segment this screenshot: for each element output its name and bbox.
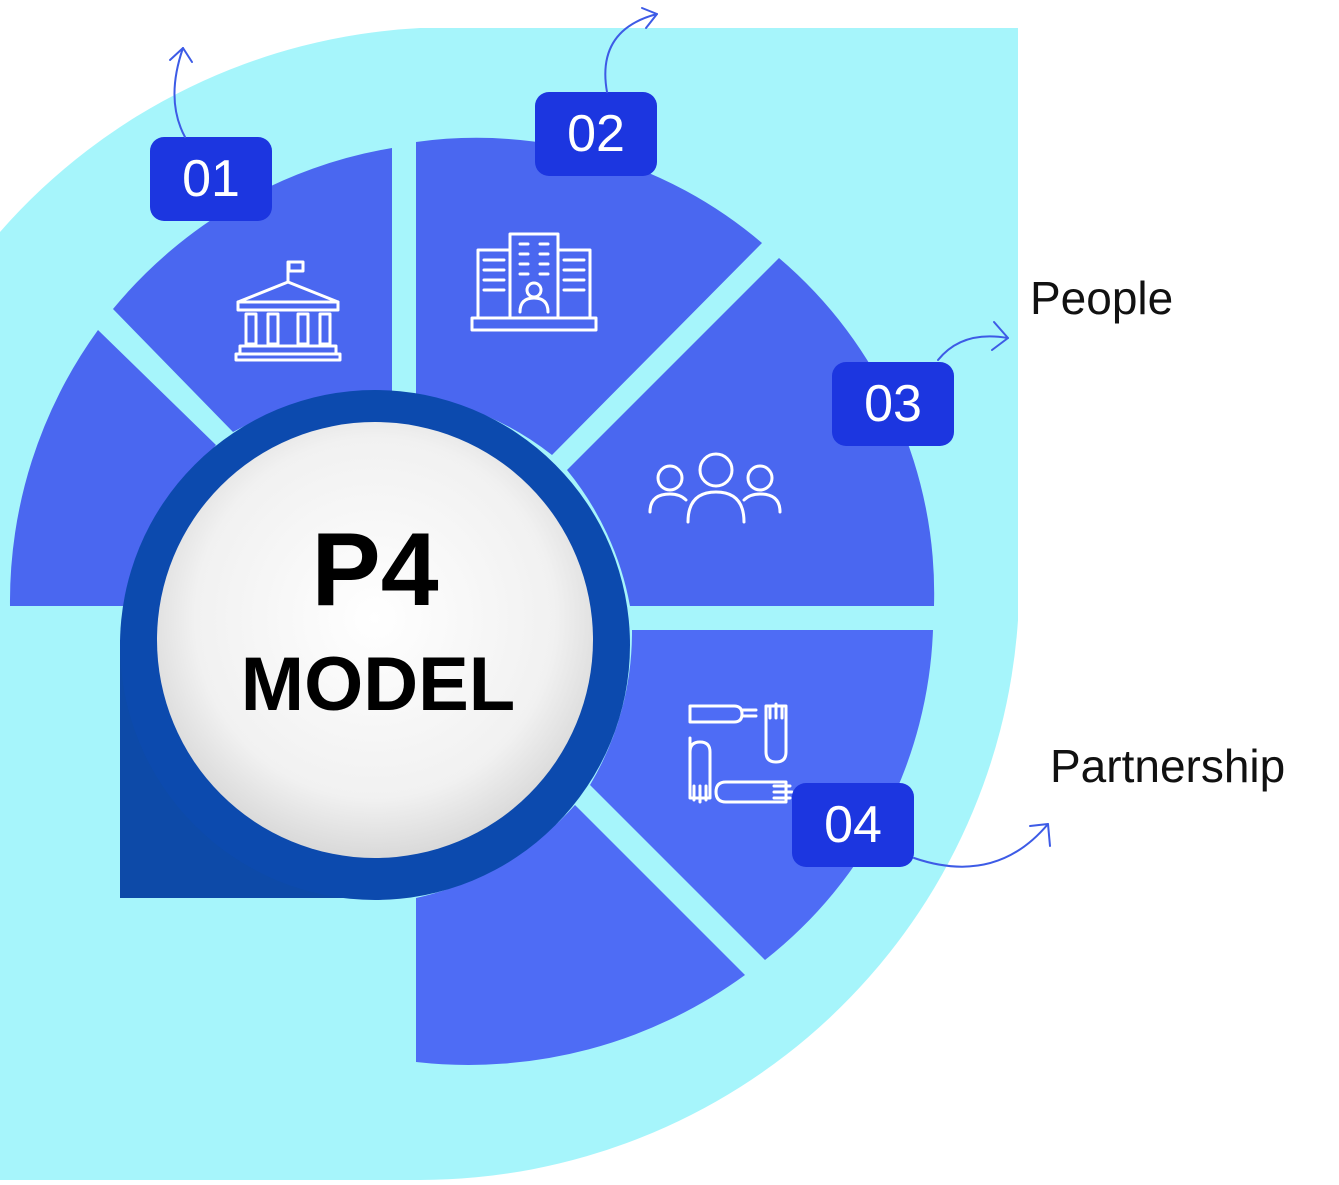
segment-01-left (9, 330, 216, 606)
people-group-icon (648, 452, 782, 524)
step-label-03: People (1030, 272, 1173, 324)
hands-partnership-icon (688, 702, 794, 804)
step-badge-02: 02 (535, 92, 657, 176)
government-building-icon (234, 260, 342, 362)
center-disc (157, 422, 593, 858)
model-subtitle: MODEL (241, 642, 515, 727)
office-building-icon (470, 232, 598, 332)
arrow-03 (937, 321, 1009, 361)
segment-05 (416, 805, 745, 1065)
step-label-04: Partnership (1050, 740, 1285, 792)
step-badge-03: 03 (832, 362, 954, 446)
segment-04 (590, 630, 933, 960)
step-number-02: 02 (567, 105, 625, 163)
arrow-02 (604, 7, 658, 93)
arrow-04 (913, 823, 1051, 868)
step-badge-01: 01 (150, 137, 272, 221)
step-badge-04: 04 (792, 783, 914, 867)
segment-03 (567, 258, 935, 606)
step-number-03: 03 (864, 375, 922, 433)
arrow-01 (169, 47, 193, 138)
step-number-01: 01 (182, 150, 240, 208)
step-number-04: 04 (824, 796, 882, 854)
model-title: P4 (311, 512, 438, 628)
